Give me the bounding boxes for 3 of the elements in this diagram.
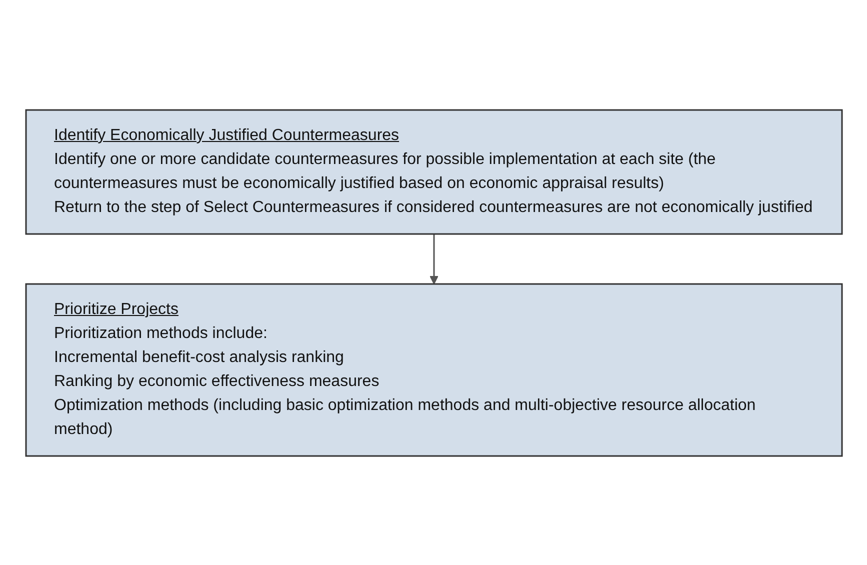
node-box: Identify Economically Justified Countermeasures Identify one or more candidate countermeasures for possible implementation at each site (the countermeasures must be economically justified based on economic appraisal results) Return to the step of Select Countermeasures if considered countermeasures are not economically justified — [24, 108, 842, 234]
arrow — [429, 234, 438, 284]
node-box: Prioritize Projects Prioritization methods include: Incremental benefit-cost analysis ranking Ranking by economic effectiveness measures Optimization methods (including basic optimization methods and multi-objective resource allocation method) — [24, 282, 842, 456]
